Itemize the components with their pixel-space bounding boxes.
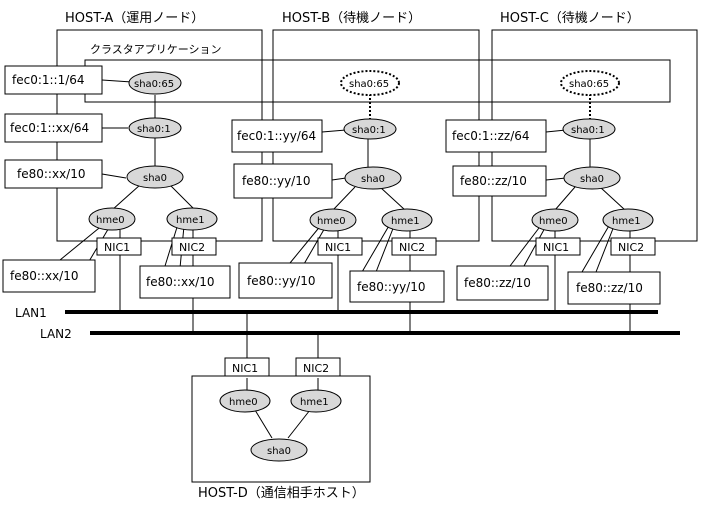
host-a-sha065-node xyxy=(128,71,182,95)
c-logical-addr-box xyxy=(445,119,547,153)
host-b-hme0-label: hme0 xyxy=(317,216,346,227)
a-hme1-addr-box xyxy=(139,265,231,299)
a-sha0-addr-box xyxy=(4,159,103,189)
host-b-hme1-label: hme1 xyxy=(391,216,420,227)
lan2-label: LAN2 xyxy=(40,327,72,341)
host-a-nic1-label: NIC1 xyxy=(104,241,130,254)
host-a-hme0-node xyxy=(88,207,136,231)
host-c-hme0-node xyxy=(531,208,579,232)
b-hme1-addr: fe80::yy/10 xyxy=(357,280,425,294)
host-b-hme0-node xyxy=(309,208,357,232)
host-a-sha0-node xyxy=(126,165,184,189)
host-c-nic1-label: NIC1 xyxy=(543,241,569,254)
host-b-sha01-node xyxy=(343,118,397,140)
host-c-title: HOST-C（待機ノード） xyxy=(500,11,640,26)
lan1-label: LAN1 xyxy=(15,306,47,320)
host-a-nic2-box xyxy=(171,237,217,256)
b-logical-addr: fec0:1::yy/64 xyxy=(237,129,316,143)
c-hme0-addr-box xyxy=(456,265,549,301)
host-d-title: HOST-D（通信相手ホスト） xyxy=(198,486,365,501)
host-a-sha0-label: sha0 xyxy=(143,173,167,184)
host-a-nic1-box xyxy=(96,237,142,256)
c-hme1-addr-box xyxy=(567,271,661,305)
host-c-sha065-label: sha0:65 xyxy=(569,79,609,90)
host-d-hme1-label: hme1 xyxy=(300,397,329,408)
a-hme1-addr: fe80::xx/10 xyxy=(146,275,214,289)
c-hme0-addr: fe80::zz/10 xyxy=(464,276,531,290)
host-b-sha0-label: sha0 xyxy=(361,174,385,185)
host-c-sha0-label: sha0 xyxy=(580,174,604,185)
host-d-nic1-label: NIC1 xyxy=(232,362,258,375)
host-a-hme1-label: hme1 xyxy=(176,215,205,226)
a-takeover-addr: fec0:1::1/64 xyxy=(12,73,85,87)
host-d-hme1-node xyxy=(290,389,342,413)
host-d-hme0-node xyxy=(219,389,271,413)
host-c-nic1-box xyxy=(535,237,581,256)
a-sha0-addr: fe80::xx/10 xyxy=(17,167,85,181)
host-c-nic2-box xyxy=(610,237,656,256)
host-d-nic2-label: NIC2 xyxy=(303,362,329,375)
host-d-sha0-node xyxy=(250,438,308,462)
b-hme0-addr-box xyxy=(238,262,333,299)
host-b-sha0-node xyxy=(344,166,402,190)
c-logical-addr: fec0:1::zz/64 xyxy=(452,129,530,143)
a-hme0-addr: fe80::xx/10 xyxy=(10,269,78,283)
host-b-title: HOST-B（待機ノード） xyxy=(282,11,421,26)
host-b-nic2-label: NIC2 xyxy=(399,241,425,254)
host-d-box xyxy=(191,375,371,483)
b-logical-addr-box xyxy=(231,119,323,153)
host-c-nic2-label: NIC2 xyxy=(618,241,644,254)
host-c-sha065-standby-node xyxy=(560,70,620,96)
cluster-app-label: クラスタアプリケーション xyxy=(90,43,222,56)
host-c-sha0-node xyxy=(563,166,621,190)
host-a-sha01-label: sha0:1 xyxy=(137,124,171,135)
host-c-hme1-node xyxy=(602,208,654,232)
host-a-hme0-label: hme0 xyxy=(96,215,125,226)
host-a-title: HOST-A（運用ノード） xyxy=(65,11,204,26)
a-logical-addr: fec0:1::xx/64 xyxy=(10,121,89,135)
host-c-hme0-label: hme0 xyxy=(539,216,568,227)
a-hme0-addr-box xyxy=(2,259,96,293)
host-b-nic2-box xyxy=(391,237,437,256)
a-takeover-addr-box xyxy=(4,65,103,95)
b-sha0-addr-box xyxy=(233,163,333,199)
host-c-hme1-label: hme1 xyxy=(612,216,641,227)
b-hme0-addr: fe80::yy/10 xyxy=(247,274,315,288)
host-b-nic1-box xyxy=(317,237,363,256)
host-a-nic2-label: NIC2 xyxy=(179,241,205,254)
host-b-sha065-standby-node xyxy=(340,70,400,96)
host-b-sha065-label: sha0:65 xyxy=(349,79,389,90)
c-sha0-addr: fe80::zz/10 xyxy=(460,174,527,188)
host-d-hme0-label: hme0 xyxy=(229,397,258,408)
host-d-nic1-box xyxy=(224,357,270,377)
host-d-sha0-label: sha0 xyxy=(267,446,291,457)
a-logical-addr-box xyxy=(4,113,103,143)
host-d-nic2-box xyxy=(295,357,341,377)
host-b-nic1-label: NIC1 xyxy=(325,241,351,254)
c-hme1-addr: fe80::zz/10 xyxy=(576,281,643,295)
host-a-hme1-node xyxy=(166,207,218,231)
host-a-sha01-node xyxy=(128,117,182,139)
c-sha0-addr-box xyxy=(452,165,547,197)
host-b-hme1-node xyxy=(381,208,433,232)
host-c-sha01-node xyxy=(562,118,616,140)
b-hme1-addr-box xyxy=(349,270,445,303)
host-c-sha01-label: sha0:1 xyxy=(571,125,605,136)
host-a-sha065-label: sha0:65 xyxy=(134,79,174,90)
b-sha0-addr: fe80::yy/10 xyxy=(242,174,310,188)
host-b-sha01-label: sha0:1 xyxy=(352,125,386,136)
